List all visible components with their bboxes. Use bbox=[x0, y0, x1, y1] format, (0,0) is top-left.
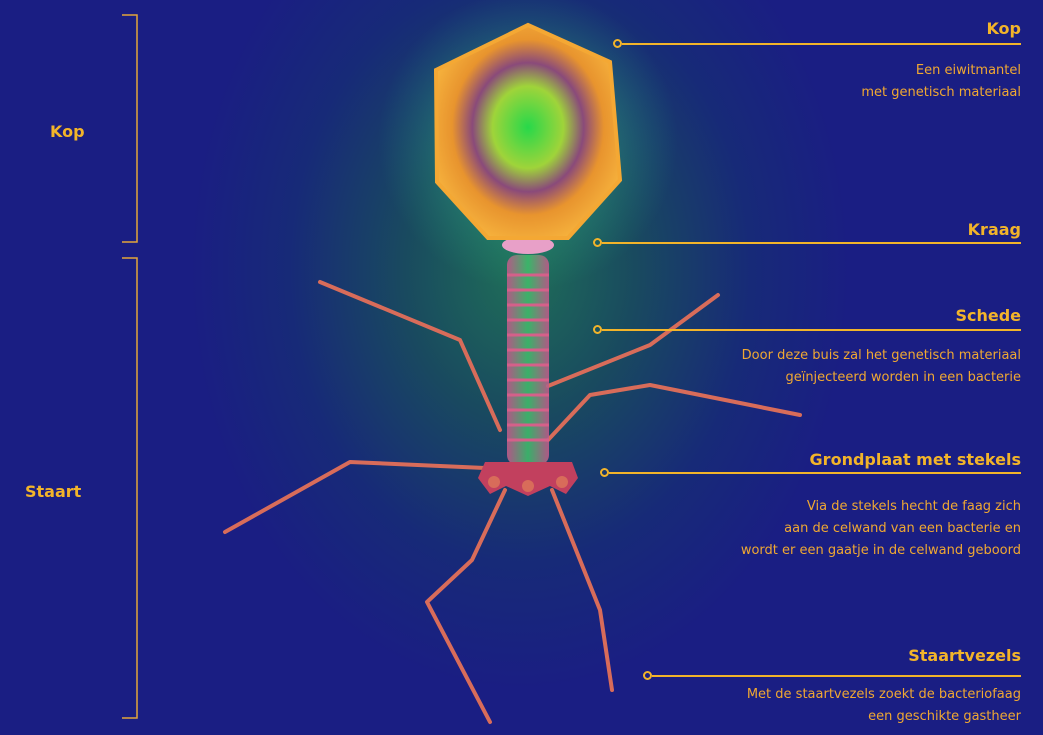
tail-fiber bbox=[548, 385, 800, 440]
tail-fiber bbox=[548, 295, 718, 386]
staartvezels-pointer-dot bbox=[643, 671, 652, 680]
staartvezels-description: Met de staartvezels zoekt de bacteriofaa… bbox=[747, 684, 1021, 728]
grondplaat-title: Grondplaat met stekels bbox=[810, 450, 1021, 469]
grondplaat-description: Via de stekels hecht de faag zich aan de… bbox=[741, 496, 1021, 562]
kop-description: Een eiwitmantel met genetisch materiaal bbox=[861, 60, 1021, 104]
schede-title: Schede bbox=[955, 306, 1021, 325]
kop-pointer-dot bbox=[613, 39, 622, 48]
grondplaat-description-line: Via de stekels hecht de faag zich bbox=[741, 496, 1021, 518]
head-group-label: Kop bbox=[50, 122, 85, 141]
kop-description-line: met genetisch materiaal bbox=[861, 82, 1021, 104]
tail-fiber bbox=[320, 282, 500, 430]
tail-fiber bbox=[552, 490, 612, 690]
tail-fiber bbox=[427, 490, 505, 722]
head-bracket bbox=[122, 15, 137, 242]
staartvezels-pointer-line bbox=[652, 675, 1021, 677]
kop-description-line: Een eiwitmantel bbox=[861, 60, 1021, 82]
kop-pointer-line bbox=[622, 43, 1021, 45]
tail-group-label: Staart bbox=[25, 482, 81, 501]
staartvezels-description-line: Met de staartvezels zoekt de bacteriofaa… bbox=[747, 684, 1021, 706]
schede-description: Door deze buis zal het genetisch materia… bbox=[742, 345, 1021, 389]
capsid bbox=[436, 25, 620, 238]
kraag-pointer-dot bbox=[593, 238, 602, 247]
grondplaat-pointer-line bbox=[609, 472, 1021, 474]
grondplaat-description-line: aan de celwand van een bacterie en bbox=[741, 518, 1021, 540]
tail-bracket bbox=[122, 258, 137, 718]
tail-fiber bbox=[225, 462, 485, 532]
kraag-title: Kraag bbox=[968, 220, 1021, 239]
kraag-pointer-line bbox=[602, 242, 1021, 244]
sheath bbox=[507, 255, 549, 465]
grondplaat-pointer-dot bbox=[600, 468, 609, 477]
grondplaat-description-line: wordt er een gaatje in de celwand geboor… bbox=[741, 540, 1021, 562]
schede-pointer-dot bbox=[593, 325, 602, 334]
base-plate bbox=[478, 462, 578, 496]
schede-description-line: Door deze buis zal het genetisch materia… bbox=[742, 345, 1021, 367]
kop-title: Kop bbox=[986, 19, 1021, 38]
schede-description-line: geïnjecteerd worden in een bacterie bbox=[742, 367, 1021, 389]
staartvezels-description-line: een geschikte gastheer bbox=[747, 706, 1021, 728]
schede-pointer-line bbox=[602, 329, 1021, 331]
staartvezels-title: Staartvezels bbox=[908, 646, 1021, 665]
